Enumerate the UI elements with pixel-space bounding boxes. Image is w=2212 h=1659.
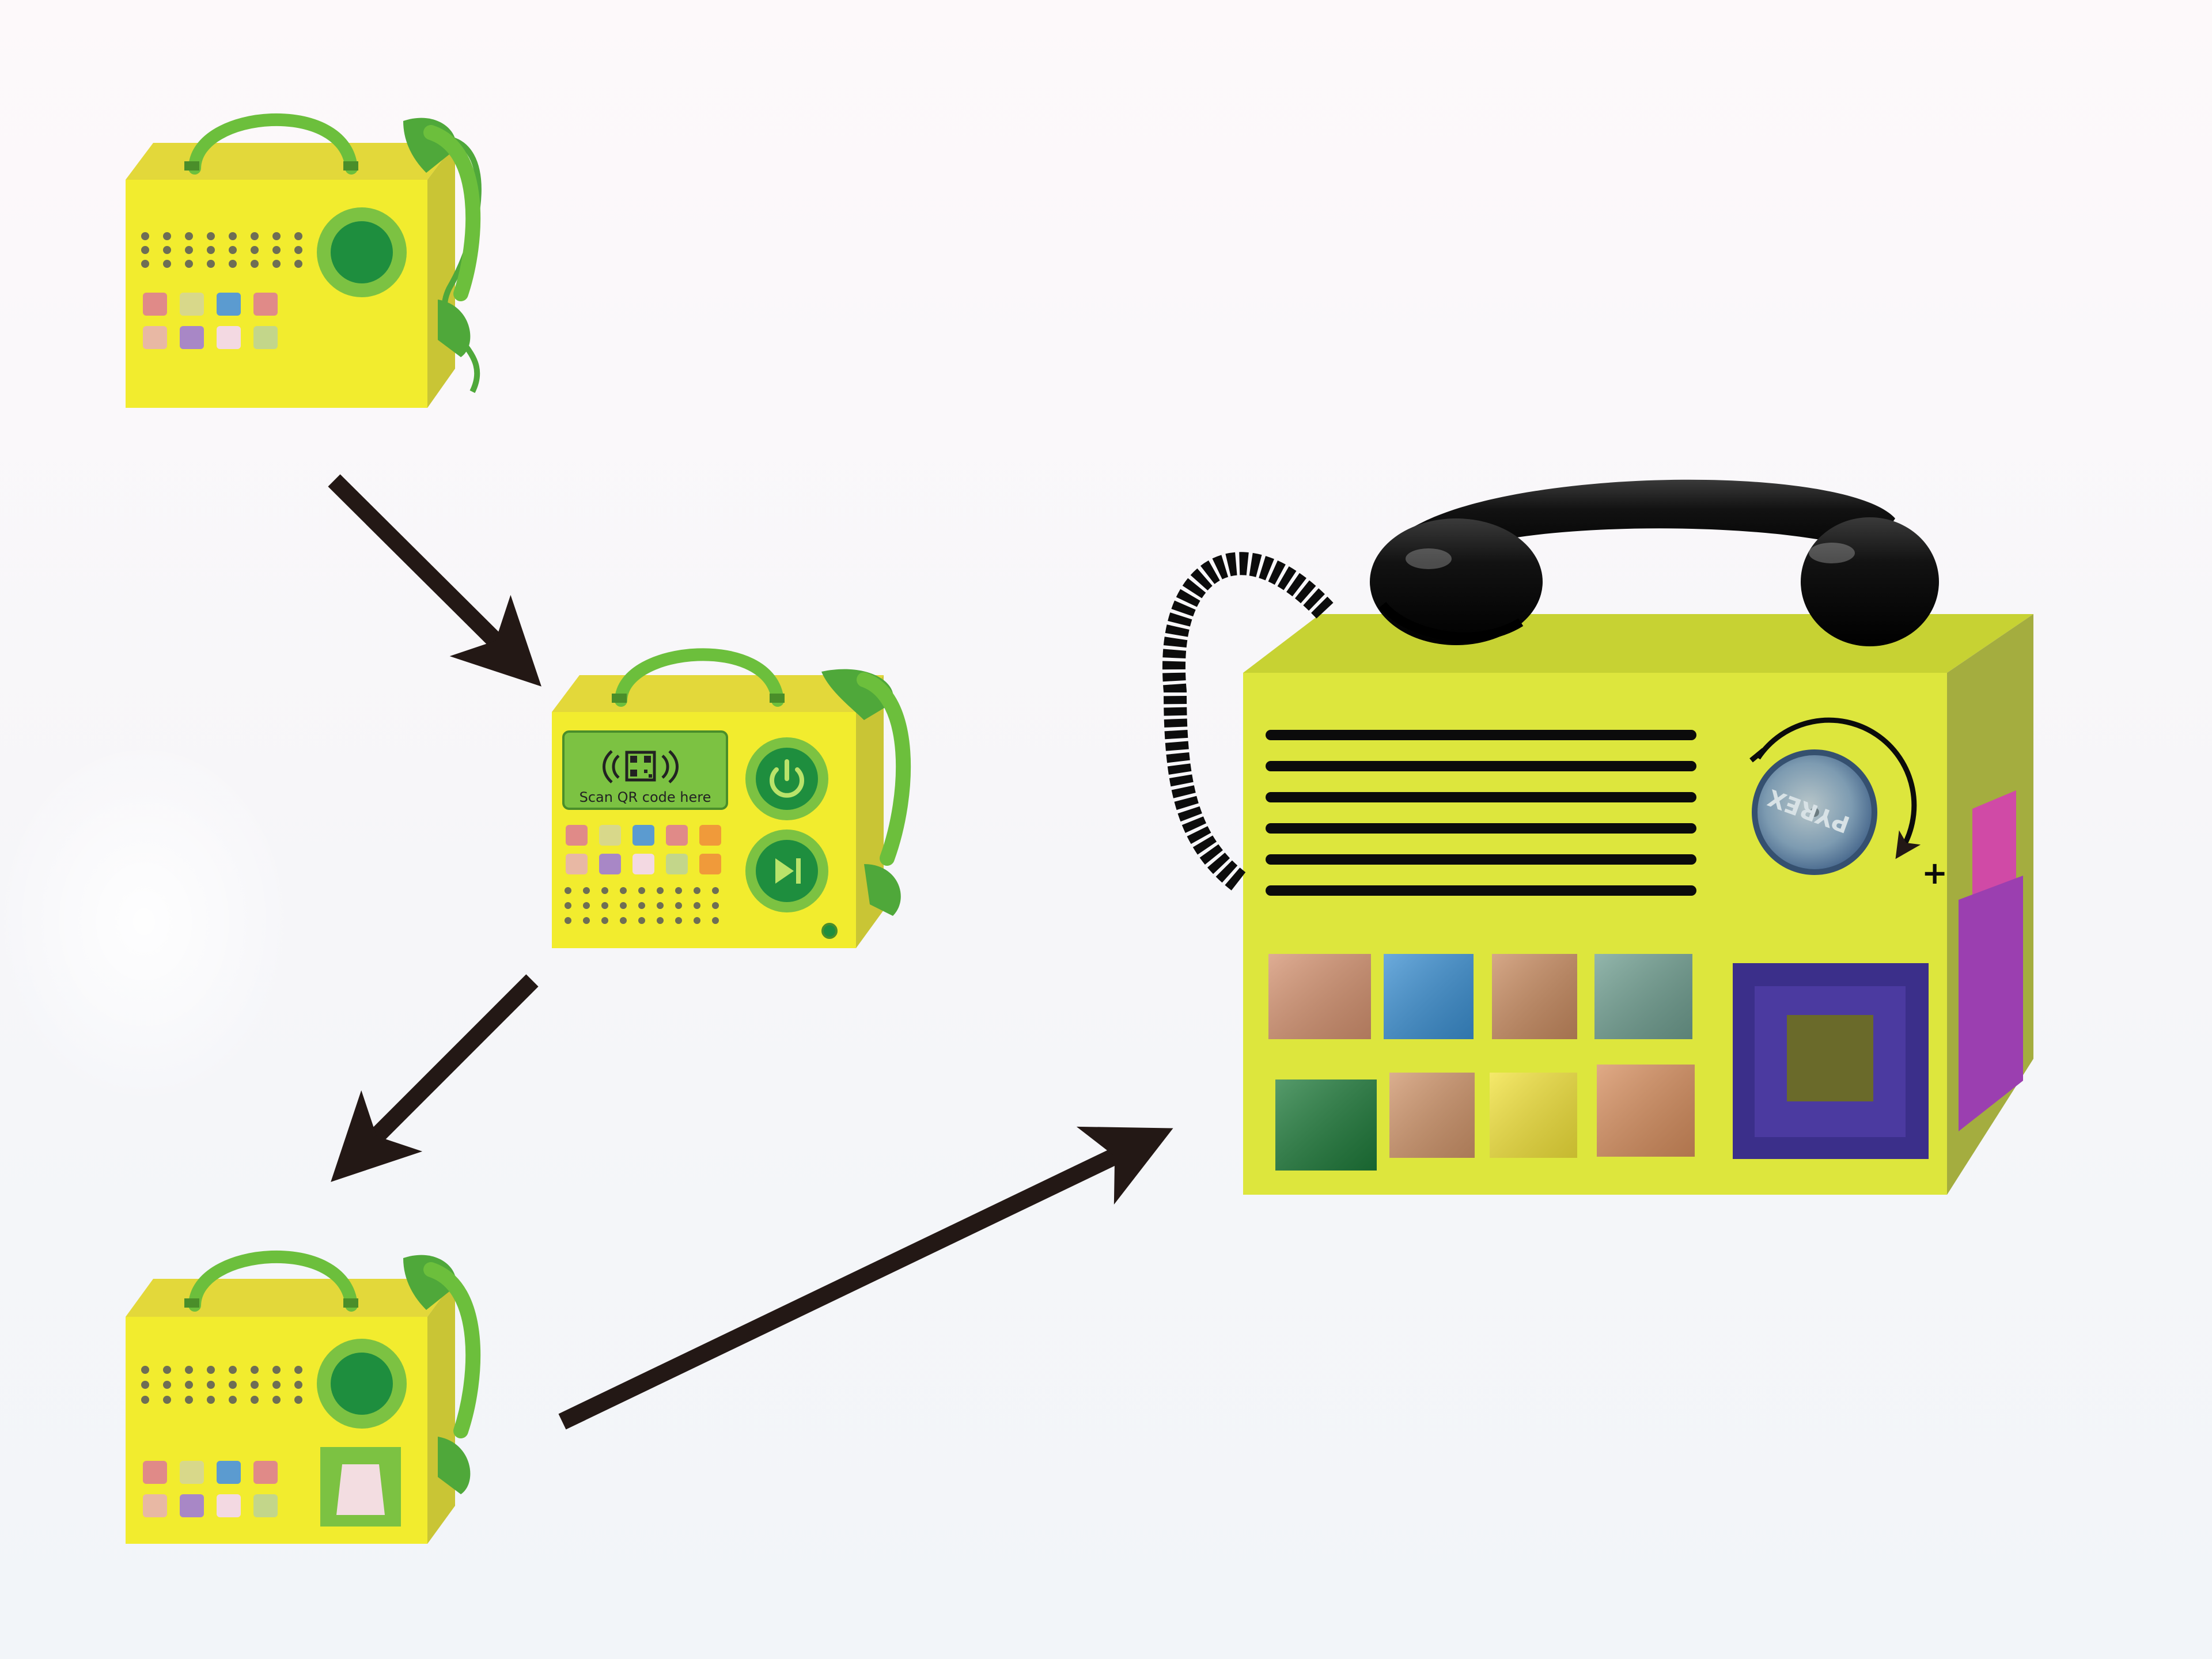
signal-waves-icon: [603, 750, 679, 783]
power-icon: [770, 759, 804, 798]
qr-caption: Scan QR code here: [579, 789, 711, 805]
qr-code-icon: [625, 751, 656, 782]
radio-prototype-2-qr: Scan QR code here: [552, 648, 911, 948]
indicator-led: [821, 923, 838, 939]
block-insert-slot[interactable]: [1733, 963, 1929, 1159]
handle-mount: [184, 161, 199, 171]
handset: [403, 118, 482, 393]
knob: [317, 1339, 407, 1429]
handle-mount: [770, 694, 785, 703]
arrow-2-to-3: [331, 974, 539, 1182]
speaker-grille-dots: [141, 232, 302, 268]
knob: [317, 207, 407, 297]
handle-mount: [343, 161, 358, 171]
flow-arrows: [328, 474, 1173, 1430]
skip-next-icon: [775, 858, 801, 884]
handle-mount: [343, 1298, 358, 1308]
volume-arc-arrow: [1756, 717, 1921, 859]
skip-next-button[interactable]: [745, 830, 828, 912]
speaker-grille-dots: [565, 887, 719, 924]
carry-handle: [188, 1250, 358, 1312]
radio-top-face: [126, 1279, 455, 1317]
color-button-grid: [143, 1461, 278, 1517]
color-button-grid: [143, 293, 278, 349]
background-glow: [0, 737, 294, 1106]
telephone-receiver[interactable]: [1162, 479, 1939, 891]
handset: [821, 669, 911, 916]
color-button-grid: [566, 825, 721, 874]
radio-side-face: [427, 1279, 455, 1544]
block-slot: [320, 1447, 401, 1527]
volume-plus-label: +: [1922, 855, 1948, 891]
speaker-grille-dots: [141, 1366, 302, 1404]
radio-final-photo: PYREX +: [1162, 479, 2033, 1195]
radio-prototype-1: [126, 113, 482, 408]
carry-handle: [615, 648, 784, 707]
coiled-cord: [1162, 552, 1334, 891]
carry-handle: [188, 113, 358, 175]
arrow-3-to-final: [558, 1126, 1173, 1430]
handle-mount: [612, 694, 627, 703]
handle-mount: [184, 1298, 199, 1308]
speaker-slots: [1266, 730, 1696, 896]
radio-top-face: [552, 675, 884, 712]
arc-start-tick: [1749, 748, 1766, 763]
side-card-pocket: [1959, 790, 2023, 1131]
volume-dial[interactable]: PYREX +: [1749, 717, 1948, 891]
radio-top-face: [126, 143, 455, 180]
wooden-blocks[interactable]: [1268, 954, 1695, 1171]
power-button[interactable]: [745, 737, 828, 820]
radio-side-face: [427, 143, 455, 408]
qr-screen: Scan QR code here: [562, 730, 728, 810]
arrow-1-to-2: [328, 474, 541, 687]
radio-prototype-3-slot: [126, 1250, 481, 1544]
handset: [403, 1255, 481, 1494]
